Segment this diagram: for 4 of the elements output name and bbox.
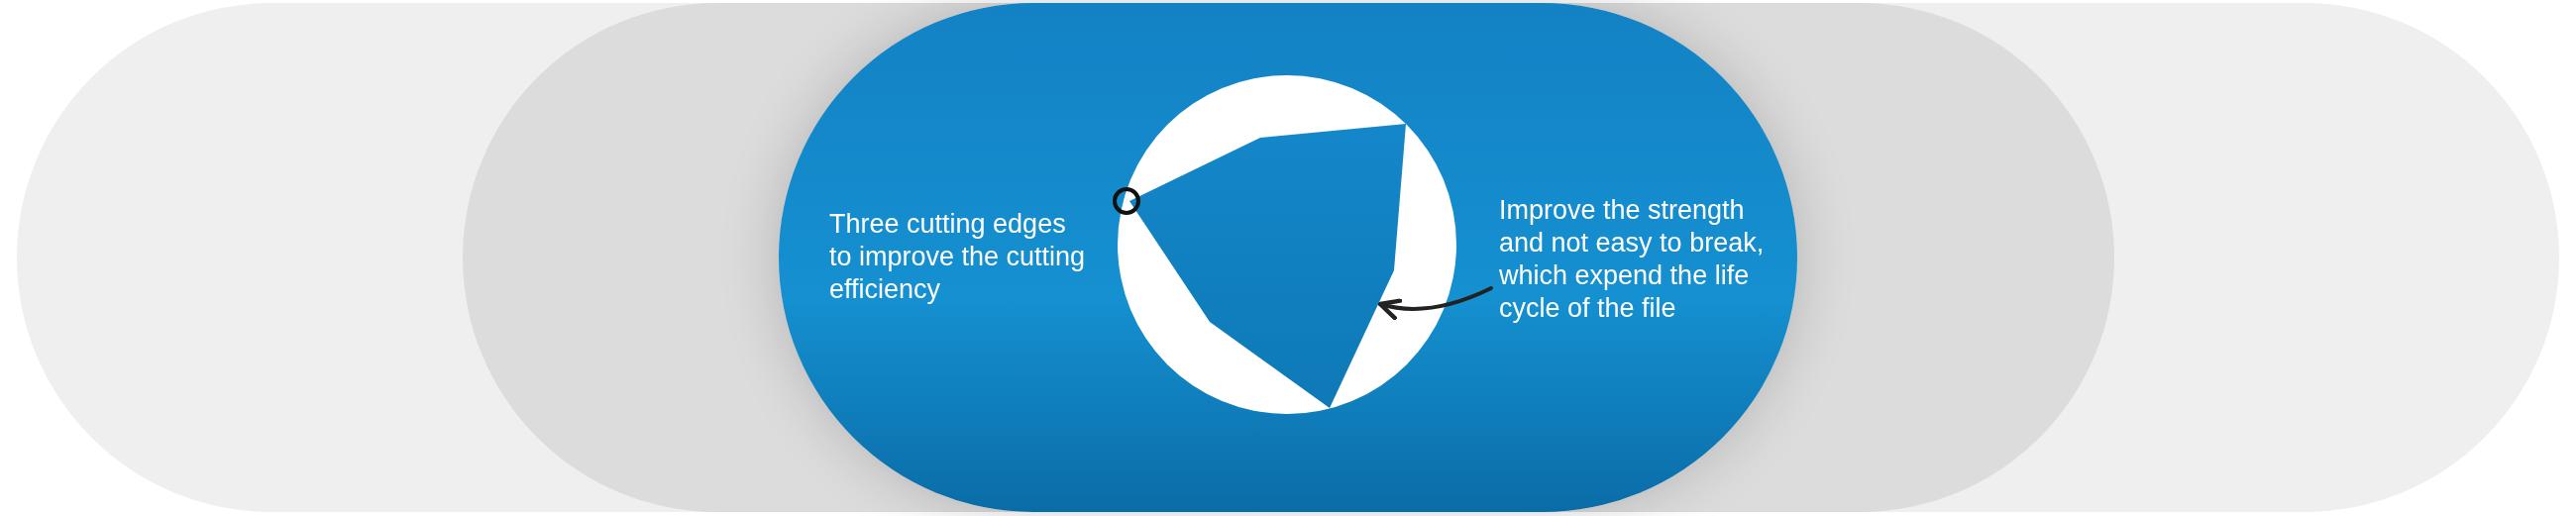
callout-text: Three cutting edges to improve the cutting efficiency [829, 208, 1087, 306]
callout-text: Improve the strength and not easy to break, which expend the life cycle of the file [1491, 194, 1776, 325]
file-cross-section [1129, 124, 1406, 408]
leader-arrow [1377, 286, 1493, 320]
